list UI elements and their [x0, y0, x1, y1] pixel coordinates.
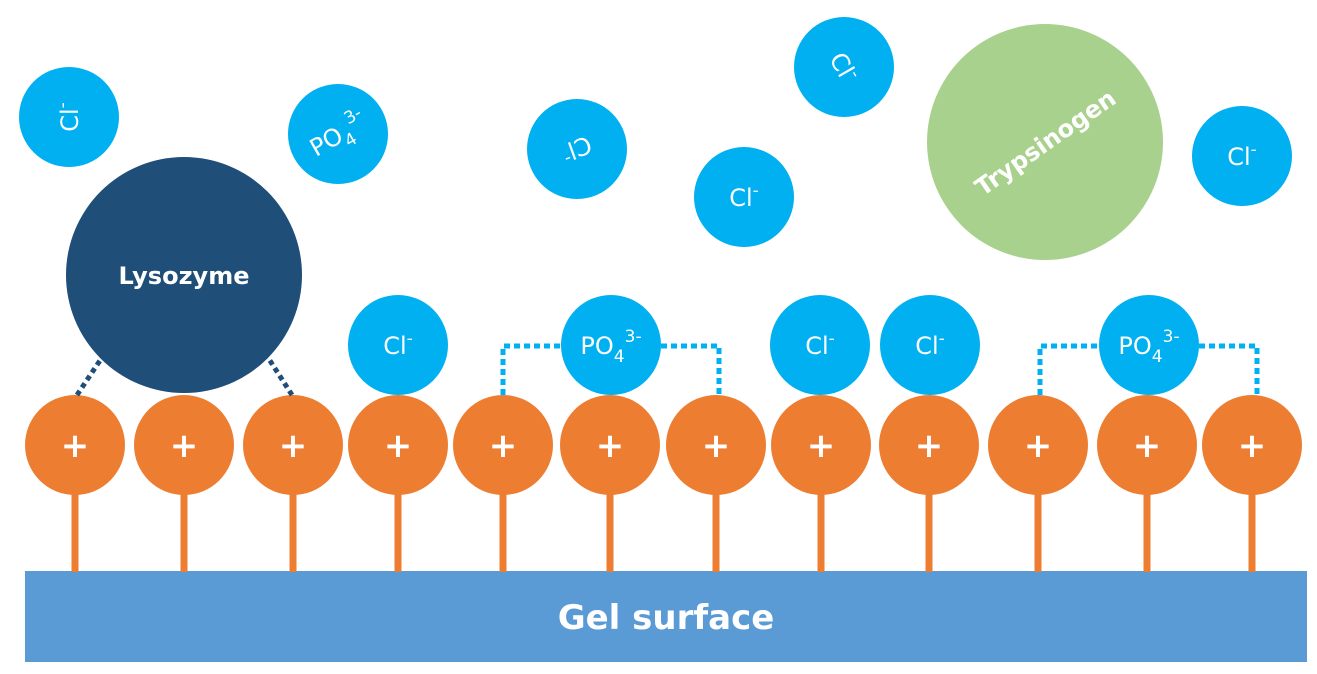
ion-label: PO43- — [1118, 327, 1179, 367]
lysozyme-circle — [66, 157, 302, 393]
ion-label: Cl- — [383, 329, 413, 360]
ligand-head — [453, 395, 553, 495]
ion-circle — [288, 84, 388, 184]
ion-circle — [1192, 106, 1292, 206]
free-chloride-ion: Cl- — [794, 17, 894, 117]
ligand: + — [771, 395, 871, 572]
ion-label: Cl- — [53, 102, 84, 132]
ion-circle — [770, 295, 870, 395]
ligand-head — [348, 395, 448, 495]
ligand-head — [560, 395, 660, 495]
ligand: + — [666, 395, 766, 572]
ligand-stem — [1248, 480, 1256, 572]
ligand-stem — [606, 480, 614, 572]
ligand-stem — [394, 480, 402, 572]
free-phosphate-ion: PO43- — [288, 84, 388, 184]
protein-trypsinogen: Trypsinogen — [927, 24, 1163, 260]
gel-surface-label: Gel surface — [558, 598, 775, 638]
ion-circle — [880, 295, 980, 395]
ion-circle — [19, 67, 119, 167]
positive-charge-icon: + — [915, 426, 944, 466]
ligand: + — [879, 395, 979, 572]
ligand: + — [560, 395, 660, 572]
ligand-head — [666, 395, 766, 495]
positive-charge-icon: + — [1238, 426, 1267, 466]
bound-chloride-ion: Cl- — [348, 295, 448, 395]
ligand: + — [1202, 395, 1302, 572]
ion-label: Cl- — [729, 181, 759, 212]
positive-charge-icon: + — [596, 426, 625, 466]
ion-label: Cl- — [805, 329, 835, 360]
bound-ion-group: Cl- PO43- Cl- Cl- PO43- — [348, 295, 1199, 395]
positive-charge-icon: + — [1024, 426, 1053, 466]
ligand: + — [243, 395, 343, 572]
ligand-head — [1097, 395, 1197, 495]
ligand: + — [1097, 395, 1197, 572]
ligand-stem — [71, 480, 79, 572]
free-chloride-ion: Cl- — [694, 147, 794, 247]
ion-label: PO43- — [580, 327, 641, 367]
ion-circle — [561, 295, 661, 395]
free-chloride-ion: Cl- — [1192, 106, 1292, 206]
positive-charge-icon: + — [1133, 426, 1162, 466]
bound-chloride-ion: Cl- — [770, 295, 870, 395]
positive-charge-icon: + — [489, 426, 518, 466]
bound-phosphate-ion: PO43- — [561, 295, 661, 395]
ligand-stem — [289, 480, 297, 572]
ligand: + — [25, 395, 125, 572]
bound-phosphate-ion: PO43- — [1099, 295, 1199, 395]
ligand-stem — [817, 480, 825, 572]
ligand-stem — [925, 480, 933, 572]
free-chloride-ion: Cl- — [527, 99, 627, 199]
ligand-head — [243, 395, 343, 495]
ion-label: Cl- — [1227, 140, 1257, 171]
ligand-head — [988, 395, 1088, 495]
ligand: + — [134, 395, 234, 572]
ion-label: Cl- — [915, 329, 945, 360]
bound-chloride-ion: Cl- — [880, 295, 980, 395]
ligand-stem — [712, 480, 720, 572]
positive-charge-icon: + — [702, 426, 731, 466]
ligand-head — [771, 395, 871, 495]
ligand-group: + + + + + + + + + + + + — [25, 395, 1302, 572]
binding-links — [74, 343, 1260, 397]
ligand-stem — [1034, 480, 1042, 572]
free-ion-group: Cl- PO43- Cl- Cl- Cl- Cl- — [19, 17, 1292, 247]
ligand-head — [1202, 395, 1302, 495]
phosphate-link-2 — [1037, 343, 1260, 395]
ligand: + — [348, 395, 448, 572]
ligand-stem — [180, 480, 188, 572]
ligand-head — [25, 395, 125, 495]
ion-circle — [694, 147, 794, 247]
free-chloride-ion: Cl- — [19, 67, 119, 167]
positive-charge-icon: + — [807, 426, 836, 466]
lysozyme-link-right — [264, 354, 295, 397]
ligand-head — [879, 395, 979, 495]
trypsinogen-circle — [927, 24, 1163, 260]
ligand-stem — [1143, 480, 1151, 572]
ion-circle — [348, 295, 448, 395]
ligand-head — [134, 395, 234, 495]
positive-charge-icon: + — [279, 426, 308, 466]
positive-charge-icon: + — [170, 426, 199, 466]
phosphate-link-1 — [500, 343, 722, 395]
ion-circle — [794, 17, 894, 117]
lysozyme-label: Lysozyme — [119, 262, 250, 290]
ligand: + — [988, 395, 1088, 572]
gel-surface-rect — [25, 571, 1307, 662]
ligand: + — [453, 395, 553, 572]
positive-charge-icon: + — [384, 426, 413, 466]
lysozyme-link-left — [74, 354, 106, 397]
gel-surface: Gel surface — [25, 571, 1307, 662]
ion-circle — [1099, 295, 1199, 395]
ion-circle — [527, 99, 627, 199]
protein-lysozyme: Lysozyme — [66, 157, 302, 393]
positive-charge-icon: + — [61, 426, 90, 466]
ligand-stem — [499, 480, 507, 572]
